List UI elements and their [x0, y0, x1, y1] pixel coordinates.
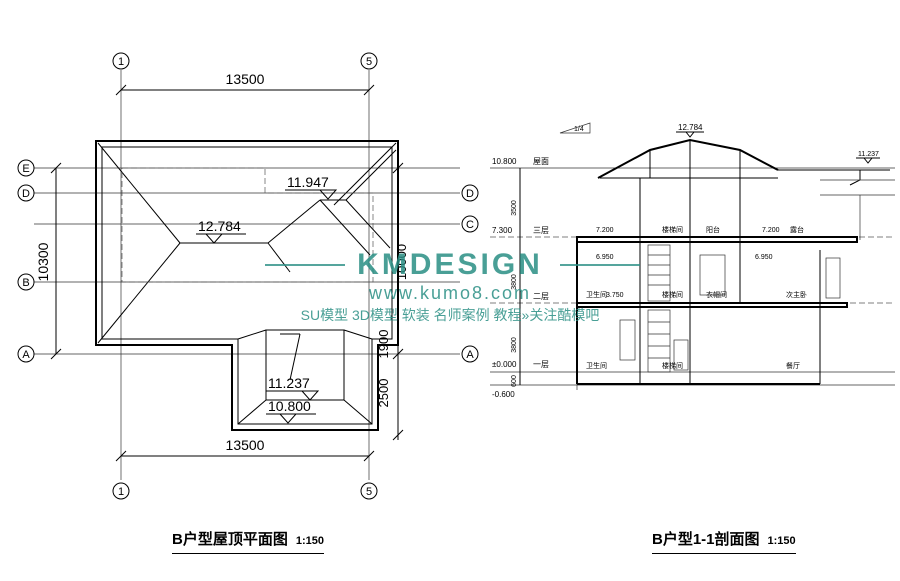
section-right-elev: 11.237	[858, 151, 879, 158]
floor-elev-3f-right: 7.200	[762, 227, 780, 234]
watermark-bar-left	[265, 264, 345, 266]
axis-left-A: A	[22, 349, 30, 361]
right-lower-dim: 2500	[376, 379, 391, 408]
axis-top-5: 5	[366, 56, 372, 68]
axis-left-E: E	[22, 163, 29, 175]
axis-right-D: D	[466, 188, 474, 200]
section-title: B户型1-1剖面图	[652, 531, 760, 548]
floor-elev-2f: 3.750	[606, 292, 624, 299]
vdim-3500: 3500	[511, 200, 518, 216]
level-label-1f: 一层	[533, 360, 549, 369]
elev-lower-roof: 11.237	[268, 375, 310, 391]
room-closet: 衣帽间	[706, 290, 727, 299]
floor-elev-3f-left: 7.200	[596, 227, 614, 234]
level-elev-ground: -0.600	[492, 390, 515, 399]
level-elev-roof: 10.800	[492, 157, 517, 166]
level-label-3f: 三层	[533, 226, 549, 235]
section-top-elev: 12.784	[678, 123, 703, 132]
elev-ridge-main: 12.784	[198, 218, 241, 234]
watermark-bar-right	[560, 264, 640, 266]
axis-right-A: A	[466, 349, 474, 361]
section-scale: 1:150	[767, 535, 796, 547]
floor-elev-3f-sub-left: 6.950	[596, 254, 614, 261]
roof-plan-title: B户型屋顶平面图	[172, 531, 288, 548]
watermark-tagline: SU模型 3D模型 软装 名师案例 教程»关注酷模吧	[300, 307, 600, 323]
axis-top-1: 1	[118, 56, 124, 68]
room-terrace: 露台	[790, 225, 804, 234]
roof-plan: 13500 13500 10300 10000 1900 2500	[17, 52, 479, 500]
roof-plan-scale: 1:150	[295, 535, 324, 547]
slope-label: 1/4	[574, 126, 584, 133]
top-width-dim: 13500	[226, 71, 265, 87]
roof-plan-caption: B户型屋顶平面图 1:150	[172, 528, 324, 554]
left-height-dim: 10300	[35, 242, 51, 281]
roof-plan-underline	[172, 553, 324, 554]
room-bath-1: 卫生间	[586, 361, 607, 370]
elev-upper-valley: 11.947	[287, 174, 329, 190]
level-elev-1f: ±0.000	[492, 360, 517, 369]
watermark-logo: KMDESIGN	[357, 248, 543, 281]
axis-bottom-1: 1	[118, 486, 124, 498]
room-master-bed: 次主卧	[786, 290, 807, 299]
room-stair-mid: 楼梯间	[662, 290, 683, 299]
axis-left-B: B	[22, 277, 29, 289]
vdim-600: 600	[511, 375, 518, 387]
axis-left-D: D	[22, 188, 30, 200]
room-balcony: 阳台	[706, 225, 720, 234]
level-elev-3f: 7.300	[492, 226, 513, 235]
elev-lower-eave: 10.800	[268, 398, 311, 414]
axis-bottom-5: 5	[366, 486, 372, 498]
floor-elev-3f-sub-right: 6.950	[755, 254, 773, 261]
room-stair-lower: 楼梯间	[662, 361, 683, 370]
section-caption: B户型1-1剖面图 1:150	[652, 528, 796, 554]
bottom-width-dim: 13500	[226, 437, 265, 453]
level-label-2f: 二层	[533, 292, 549, 301]
vdim-3800a: 3800	[511, 274, 518, 290]
vdim-3800b: 3800	[511, 337, 518, 353]
axis-right-C: C	[466, 219, 474, 231]
room-bath-2: 卫生间	[586, 290, 607, 299]
section-drawing: 10.800 屋面 7.300 三层 二层 ±0.000 一层 -0.600 3…	[490, 122, 895, 399]
watermark-url: www.kumo8.com	[368, 283, 532, 303]
room-stair-upper: 楼梯间	[662, 225, 683, 234]
room-dining: 餐厅	[786, 361, 800, 370]
level-label-roof: 屋面	[533, 157, 549, 166]
section-underline	[652, 553, 796, 554]
